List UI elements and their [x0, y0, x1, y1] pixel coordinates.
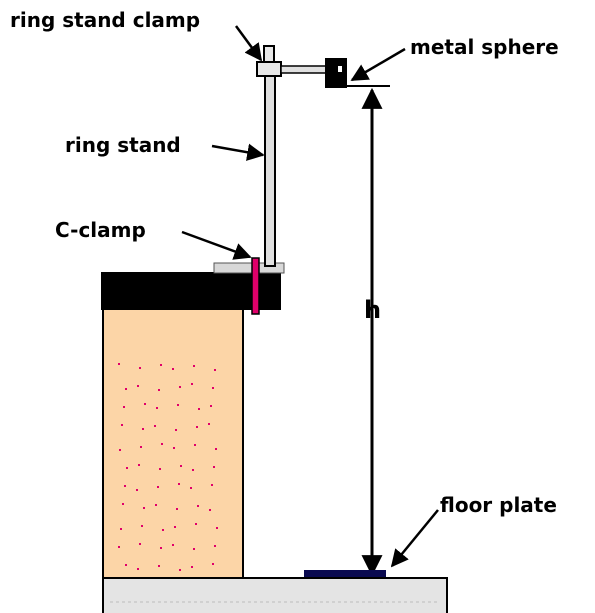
clamp-arm — [280, 65, 330, 74]
metal-sphere — [325, 58, 347, 88]
label-metal-sphere: metal sphere — [410, 35, 559, 59]
pointer-c-clamp — [181, 230, 252, 260]
table-top — [101, 272, 281, 310]
ring-stand-clamp-knob — [263, 45, 275, 63]
ring-stand-rod — [264, 61, 276, 267]
pointer-floor-plate — [390, 509, 439, 568]
label-ring-stand-clamp: ring stand clamp — [10, 8, 200, 32]
pointer-ring-stand-clamp — [234, 25, 263, 62]
label-height: h — [364, 296, 381, 324]
ring-stand-base — [213, 262, 285, 274]
floor — [102, 577, 448, 613]
table-body — [102, 307, 244, 579]
c-clamp — [251, 257, 260, 315]
metal-sphere-highlight — [338, 66, 342, 72]
floor-plate — [304, 570, 386, 577]
pointer-ring-stand — [211, 143, 265, 161]
label-floor-plate: floor plate — [440, 493, 557, 517]
label-c-clamp: C-clamp — [55, 218, 146, 242]
ring-stand-clamp — [256, 61, 282, 77]
table-texture-dots — [118, 363, 218, 571]
label-ring-stand: ring stand — [65, 133, 181, 157]
pointer-metal-sphere — [350, 47, 406, 82]
